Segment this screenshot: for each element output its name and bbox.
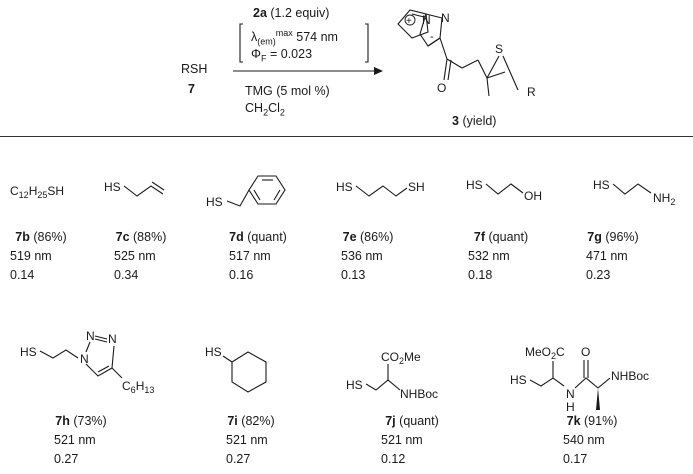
product-yield-note: (yield) (462, 114, 497, 128)
structure-7h-hexyl: C6H13 (122, 379, 154, 395)
compound-qy: 0.13 (341, 268, 366, 282)
compound-label: 7j (quant) (385, 414, 439, 428)
catalyst-label: TMG (5 mol %) (245, 84, 330, 98)
compound-qy: 0.16 (229, 268, 254, 282)
structure-7e-hs: HS (336, 180, 353, 194)
product-label: 3 (yield) (452, 114, 496, 128)
reagent-line: 2a (1.2 equiv) (253, 6, 329, 20)
structure-7j-co2me: CO2Me (381, 350, 421, 366)
structure-7k-nhboc: NHBoc (611, 369, 649, 383)
compound-label: 7d (quant) (229, 230, 287, 244)
structure-7g-nh2: NH2 (653, 191, 675, 207)
structure-7d-hs: HS (206, 195, 223, 209)
quantum-yield-value: = 0.023 (269, 47, 313, 61)
compound-qy: 0.12 (381, 452, 406, 466)
structure-7k-n: N (566, 387, 575, 401)
compound-wavelength: 525 nm (114, 249, 156, 263)
compound-label: 7e (86%) (342, 230, 394, 244)
structure-7h-n1: N (80, 352, 89, 366)
compound-7k: 7k (91%) 540 nm 0.17 (547, 412, 637, 469)
compound-qy: 0.27 (226, 452, 251, 466)
reactant-label: RSH (181, 62, 208, 76)
compound-7h: 7h (73%) 521 nm 0.27 (36, 412, 126, 469)
structure-7f-oh: OH (524, 189, 542, 203)
compound-wavelength: 521 nm (381, 433, 423, 447)
compound-label: 7g (96%) (587, 230, 639, 244)
structure-7k-meo2c: MeO2C (525, 345, 565, 361)
compound-label: 7k (91%) (566, 414, 618, 428)
scheme-divider (0, 136, 693, 137)
compound-7e: 7e (86%) 536 nm 0.13 (323, 228, 413, 285)
quantum-yield: ΦF = 0.023 (251, 47, 313, 64)
reagent-equiv: (1.2 equiv) (270, 6, 330, 20)
product-charge-plus: + (406, 16, 412, 27)
structure-7h-n2: N (86, 329, 95, 343)
compound-label: 7c (88%) (115, 230, 167, 244)
compound-qy: 0.34 (114, 268, 139, 282)
compound-wavelength: 517 nm (229, 249, 271, 263)
structure-7g-hs: HS (593, 178, 610, 192)
structure-7k-o: O (581, 345, 590, 359)
compound-qy: 0.17 (563, 452, 588, 466)
structure-7j-hs: HS (346, 378, 363, 392)
compound-qy: 0.27 (54, 452, 79, 466)
compound-wavelength: 536 nm (341, 249, 383, 263)
solvent-label: CH2Cl2 (245, 101, 285, 118)
compound-7b: 7b (86%) 519 nm 0.14 (0, 228, 86, 285)
compound-qy: 0.14 (10, 268, 35, 282)
compound-label: 7f (quant) (473, 230, 529, 244)
compound-qy: 0.18 (468, 268, 493, 282)
compound-wavelength: 519 nm (10, 249, 52, 263)
compound-wavelength: 532 nm (468, 249, 510, 263)
product-atom-n1: N (422, 13, 431, 27)
structure-7i-hs: HS (205, 345, 222, 359)
product-charge-minus: - (430, 31, 434, 43)
compound-7f: 7f (quant) 532 nm 0.18 (456, 228, 546, 285)
structure-7j-nhboc: NHBoc (400, 387, 438, 401)
product-atom-r: R (527, 85, 536, 99)
structure-7k-hs: HS (510, 373, 527, 387)
structure-7k-h: H (566, 400, 575, 414)
compound-wavelength: 521 nm (226, 433, 268, 447)
compound-7i: 7i (82%) 521 nm 0.27 (206, 412, 296, 469)
compound-7g: 7g (96%) 471 nm 0.23 (568, 228, 658, 285)
compound-wavelength: 471 nm (586, 249, 628, 263)
compound-7d: 7d (quant) 517 nm 0.16 (213, 228, 303, 285)
product-id: 3 (452, 114, 459, 128)
compound-wavelength: 540 nm (563, 433, 605, 447)
product-atom-o: O (437, 81, 446, 95)
structure-7e-sh: SH (408, 180, 425, 194)
structure-7f-hs: HS (466, 178, 483, 192)
compound-label: 7h (73%) (55, 414, 107, 428)
compound-7j: 7j (quant) 521 nm 0.12 (367, 412, 457, 469)
structure-7c-hs: HS (104, 180, 121, 194)
compound-label: 7b (86%) (15, 230, 67, 244)
reagent-compound: 2a (253, 6, 267, 20)
compound-7c: 7c (88%) 525 nm 0.34 (96, 228, 186, 285)
structure-7h-hs: HS (20, 345, 37, 359)
compound-wavelength: 521 nm (54, 433, 96, 447)
emission-max: λ(em)max 574 nm (251, 28, 338, 47)
compound-label: 7i (82%) (227, 414, 275, 428)
emission-max-value: 574 nm (296, 30, 338, 45)
reactant-id: 7 (188, 82, 195, 96)
product-atom-n2: N (441, 11, 450, 25)
structure-7b-formula: C12H25SH (10, 184, 64, 200)
compound-qy: 0.23 (586, 268, 611, 282)
product-atom-s: S (495, 42, 503, 56)
structure-7h-n3: N (108, 332, 117, 346)
